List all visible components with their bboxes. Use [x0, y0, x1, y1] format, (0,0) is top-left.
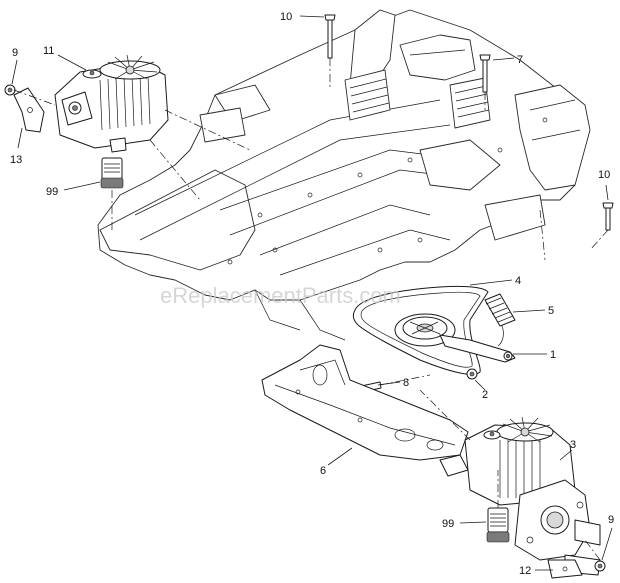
right-transaxle: [464, 416, 601, 576]
watermark: eReplacementParts.com: [160, 283, 401, 308]
callout-4: 4: [515, 275, 521, 287]
callout-99-right: 99: [442, 518, 454, 530]
bolt-10-right: [602, 202, 614, 231]
callout-12: 12: [519, 565, 531, 577]
idler-arm-1: [439, 334, 516, 363]
callout-11: 11: [43, 45, 54, 57]
bolt-10-top: [324, 14, 336, 59]
callout-2: 2: [482, 389, 488, 401]
callout-1: 1: [550, 349, 556, 361]
frame-holes: [227, 117, 548, 265]
frame-channel-6: [261, 344, 469, 477]
main-frame: [97, 9, 591, 341]
callout-99-left: 99: [46, 186, 58, 198]
right-fan: [496, 416, 554, 443]
filter-99-left: [100, 157, 124, 189]
frame-grille-right: [449, 77, 491, 129]
frame-grille-left: [344, 69, 391, 121]
callout-3: 3: [570, 439, 576, 451]
bracket-13: [13, 87, 45, 133]
assembly-lines: [13, 58, 609, 561]
idler-pulley: [394, 313, 456, 347]
nut-2: [466, 368, 478, 380]
left-transaxle: [54, 54, 169, 153]
callout-8: 8: [403, 377, 409, 389]
bracket-12: [547, 559, 583, 579]
callout-6: 6: [320, 465, 326, 477]
filter-99-right: [486, 507, 510, 543]
callout-5: 5: [548, 305, 554, 317]
spring-5: [484, 293, 516, 347]
nut-9-right: [594, 560, 606, 572]
callout-10-top: 10: [280, 11, 292, 23]
callout-9-right: 9: [608, 514, 614, 526]
callouts: 10 7 10 11 9 13 99 4 5 1 2 8 6 3 99 12 9: [10, 11, 614, 577]
nut-9-left: [4, 84, 16, 96]
callout-13: 13: [10, 154, 22, 166]
callout-9-left: 9: [12, 47, 18, 59]
callout-10-right: 10: [598, 169, 610, 181]
callout-7: 7: [517, 54, 523, 66]
left-fan: [99, 54, 161, 80]
